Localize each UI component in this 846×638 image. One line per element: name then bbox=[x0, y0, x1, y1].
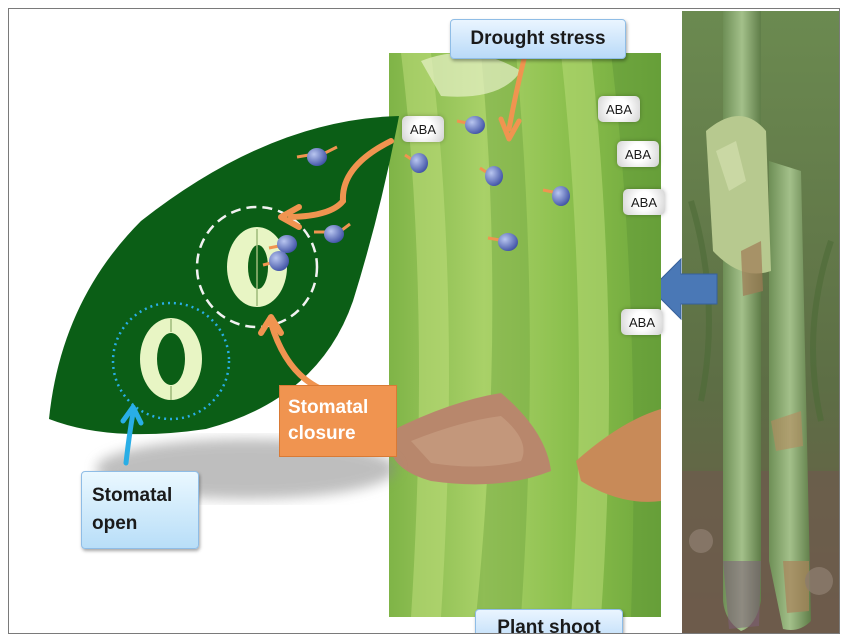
stomatal-closure-line2: closure bbox=[288, 421, 368, 447]
aba-tag: ABA bbox=[623, 189, 665, 215]
drought-stress-text: Drought stress bbox=[470, 28, 605, 50]
stomatal-open-line2: open bbox=[92, 510, 172, 538]
drought-stress-label: Drought stress bbox=[450, 19, 626, 59]
stomatal-closure-line1: Stomatal bbox=[288, 395, 368, 421]
figure-frame: ABA ABA ABA ABA ABA Drought stress Stoma… bbox=[8, 8, 840, 634]
stomatal-open-line1: Stomatal bbox=[92, 482, 172, 510]
aba-tag: ABA bbox=[621, 309, 663, 335]
plant-shoot-text: Plant shoot bbox=[497, 617, 600, 634]
aba-tag: ABA bbox=[402, 116, 444, 142]
asparagus-photo bbox=[682, 11, 840, 634]
stomatal-closure-label: Stomatal closure bbox=[279, 385, 397, 457]
plant-shoot-label: Plant shoot bbox=[475, 609, 623, 634]
aba-tag: ABA bbox=[617, 141, 659, 167]
aba-tag: ABA bbox=[598, 96, 640, 122]
stomatal-open-label: Stomatal open bbox=[81, 471, 199, 549]
